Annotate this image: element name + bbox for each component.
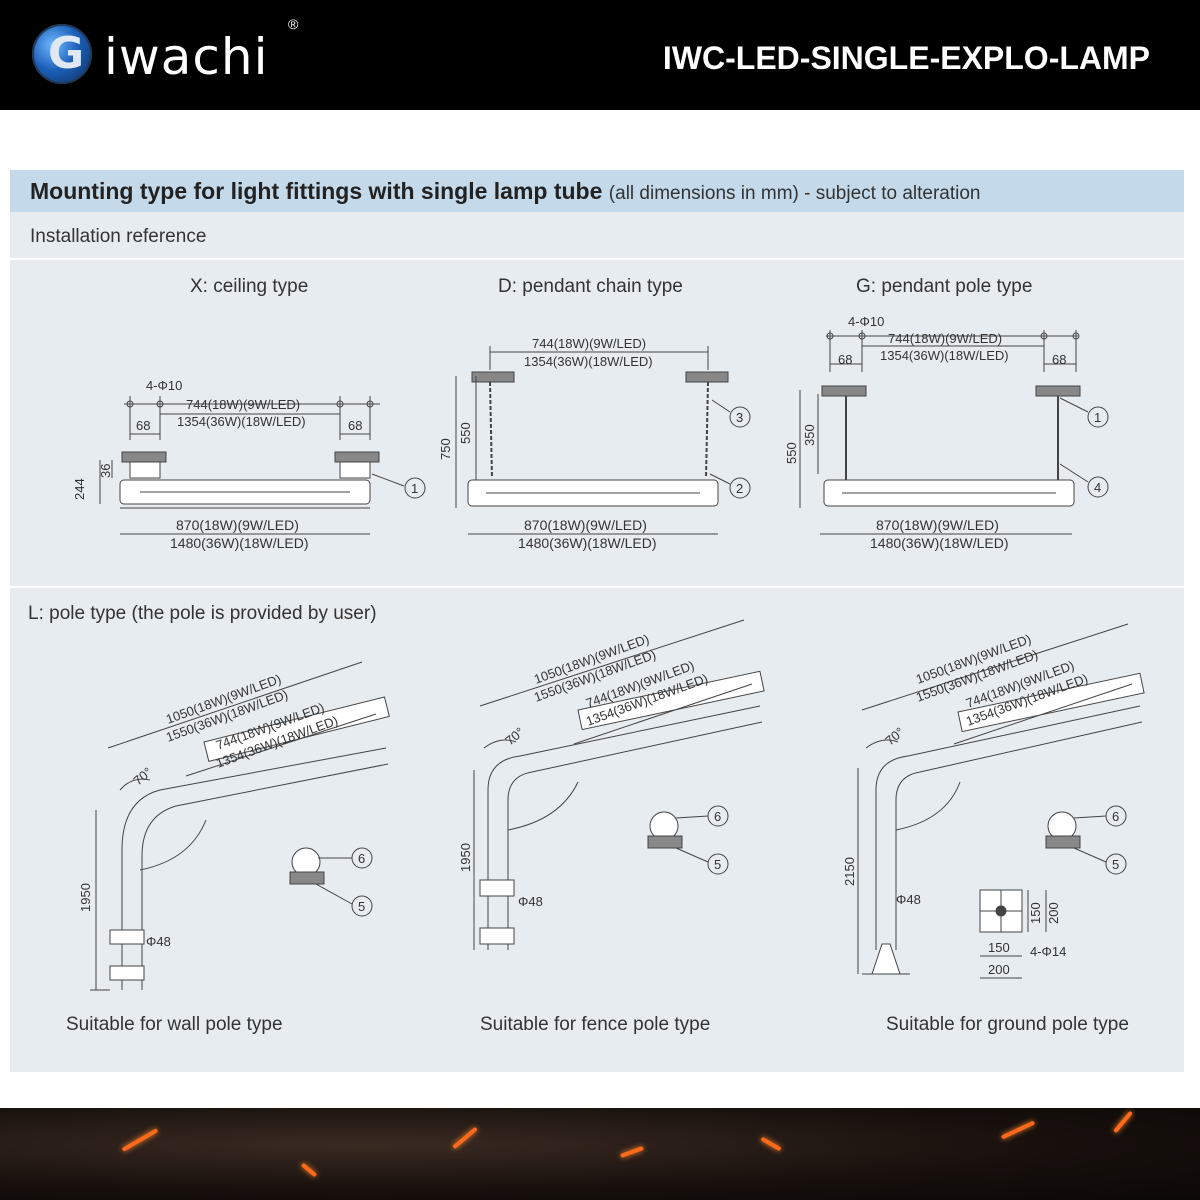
ceiling-h244: 244 xyxy=(72,478,87,500)
ember-spark xyxy=(300,1162,318,1178)
callout-6-wall: 6 xyxy=(358,851,365,866)
divider-2 xyxy=(10,586,1184,588)
callout-2-chain: 2 xyxy=(736,481,743,496)
callout-5-wall: 5 xyxy=(358,899,365,914)
caption-fence: Suitable for fence pole type xyxy=(480,1014,711,1035)
pole-d68-left: 68 xyxy=(838,352,852,367)
ceiling-hole-label: 4-Φ10 xyxy=(146,378,182,393)
registered-mark: ® xyxy=(288,16,299,32)
ceiling-type-label: X: ceiling type xyxy=(190,276,309,297)
footer-ember-banner xyxy=(0,1108,1200,1200)
callout-1-ceiling: 1 xyxy=(411,481,418,496)
ground-base-hole: 4-Φ14 xyxy=(1030,944,1066,959)
panel-title-text: Mounting type for light fittings with si… xyxy=(30,178,603,204)
wall-pole-drawing: 1950 Φ48 70° 1050(18W)(9W/LED) 1550(36W)… xyxy=(78,661,390,991)
caption-wall: Suitable for wall pole type xyxy=(66,1014,283,1035)
fence-pole-drawing: 1950 Φ48 70° 1050(18W)(9W/LED) 1550(36W)… xyxy=(458,619,765,950)
wall-dia48: Φ48 xyxy=(146,934,171,949)
ember-spark xyxy=(1113,1110,1133,1134)
pole-d68-right: 68 xyxy=(1052,352,1066,367)
fence-angle: 70° xyxy=(502,724,527,748)
pole-body2: 1480(36W)(18W/LED) xyxy=(870,535,1009,551)
ceiling-len1: 744(18W)(9W/LED) xyxy=(186,397,300,412)
ground-base-150h: 150 xyxy=(988,940,1010,955)
pole-len1: 744(18W)(9W/LED) xyxy=(888,331,1002,346)
chain-body2: 1480(36W)(18W/LED) xyxy=(518,535,657,551)
wall-h1950: 1950 xyxy=(78,883,93,912)
wall-angle: 70° xyxy=(130,764,155,788)
pole-h550: 550 xyxy=(784,442,799,464)
logo-g-glyph: G xyxy=(48,28,85,79)
ground-base-200v: 200 xyxy=(1046,902,1061,924)
installation-reference: Installation reference xyxy=(30,226,207,247)
ember-spark xyxy=(121,1128,159,1152)
model-title: IWC-LED-SINGLE-EXPLO-LAMP xyxy=(662,40,1150,76)
ground-angle: 70° xyxy=(882,724,907,748)
chain-type-label: D: pendant chain type xyxy=(498,276,683,297)
pole-len2: 1354(36W)(18W/LED) xyxy=(880,348,1009,363)
pole-type-label: G: pendant pole type xyxy=(856,276,1033,297)
chain-len2: 1354(36W)(18W/LED) xyxy=(524,354,653,369)
ember-spark xyxy=(620,1146,644,1158)
ceiling-len2: 1354(36W)(18W/LED) xyxy=(177,414,306,429)
chain-type-drawing: 744(18W)(9W/LED) 1354(36W)(18W/LED) 750 … xyxy=(438,336,751,551)
ceiling-body2: 1480(36W)(18W/LED) xyxy=(170,535,309,551)
fence-dia48: Φ48 xyxy=(518,894,543,909)
fence-h1950: 1950 xyxy=(458,843,473,872)
ember-spark xyxy=(760,1136,782,1152)
ground-base-200h: 200 xyxy=(988,962,1010,977)
pole-hole-label: 4-Φ10 xyxy=(848,314,884,329)
callout-5-ground: 5 xyxy=(1112,857,1119,872)
caption-ground: Suitable for ground pole type xyxy=(886,1014,1129,1035)
pole-h350: 350 xyxy=(802,424,817,446)
divider-1 xyxy=(10,258,1184,260)
panel-title-note: (all dimensions in mm) - subject to alte… xyxy=(608,183,981,204)
ember-spark xyxy=(452,1126,478,1150)
callout-6-ground: 6 xyxy=(1112,809,1119,824)
ground-h2150: 2150 xyxy=(842,857,857,886)
callout-4-pole: 4 xyxy=(1094,480,1101,495)
ground-pole-drawing: 2150 Φ48 70° 1050(18W)(9W/LED) 1550(36W)… xyxy=(842,623,1145,979)
brand-name: iwachi xyxy=(104,28,269,86)
callout-5-fence: 5 xyxy=(714,857,721,872)
pole-body1: 870(18W)(9W/LED) xyxy=(876,517,999,533)
chain-body1: 870(18W)(9W/LED) xyxy=(524,517,647,533)
ceiling-body1: 870(18W)(9W/LED) xyxy=(176,517,299,533)
header-bar: G iwachi ® IWC-LED-SINGLE-EXPLO-LAMP xyxy=(0,0,1200,110)
title-bar xyxy=(10,170,1184,212)
callout-1-pole: 1 xyxy=(1094,410,1101,425)
ceiling-d68-right: 68 xyxy=(348,418,362,433)
ceiling-d68-left: 68 xyxy=(136,418,150,433)
chain-h550: 550 xyxy=(458,422,473,444)
ground-base-150v: 150 xyxy=(1028,902,1043,924)
chain-h750: 750 xyxy=(438,438,453,460)
ceiling-type-drawing: 4-Φ10 744(18W)(9W/LED) 1354(36W)(18W/LED… xyxy=(72,378,426,551)
ceiling-h36: 36 xyxy=(98,464,113,478)
ember-spark xyxy=(1000,1120,1036,1140)
callout-3-chain: 3 xyxy=(736,410,743,425)
callout-6-fence: 6 xyxy=(714,809,721,824)
ground-dia48: Φ48 xyxy=(896,892,921,907)
l-pole-type-label: L: pole type (the pole is provided by us… xyxy=(28,603,377,624)
panel-title: Mounting type for light fittings with si… xyxy=(30,178,981,205)
pole-type-drawing: 4-Φ10 744(18W)(9W/LED) 1354(36W)(18W/LED… xyxy=(784,314,1109,551)
chain-len1: 744(18W)(9W/LED) xyxy=(532,336,646,351)
brand-logo-icon xyxy=(32,24,92,84)
